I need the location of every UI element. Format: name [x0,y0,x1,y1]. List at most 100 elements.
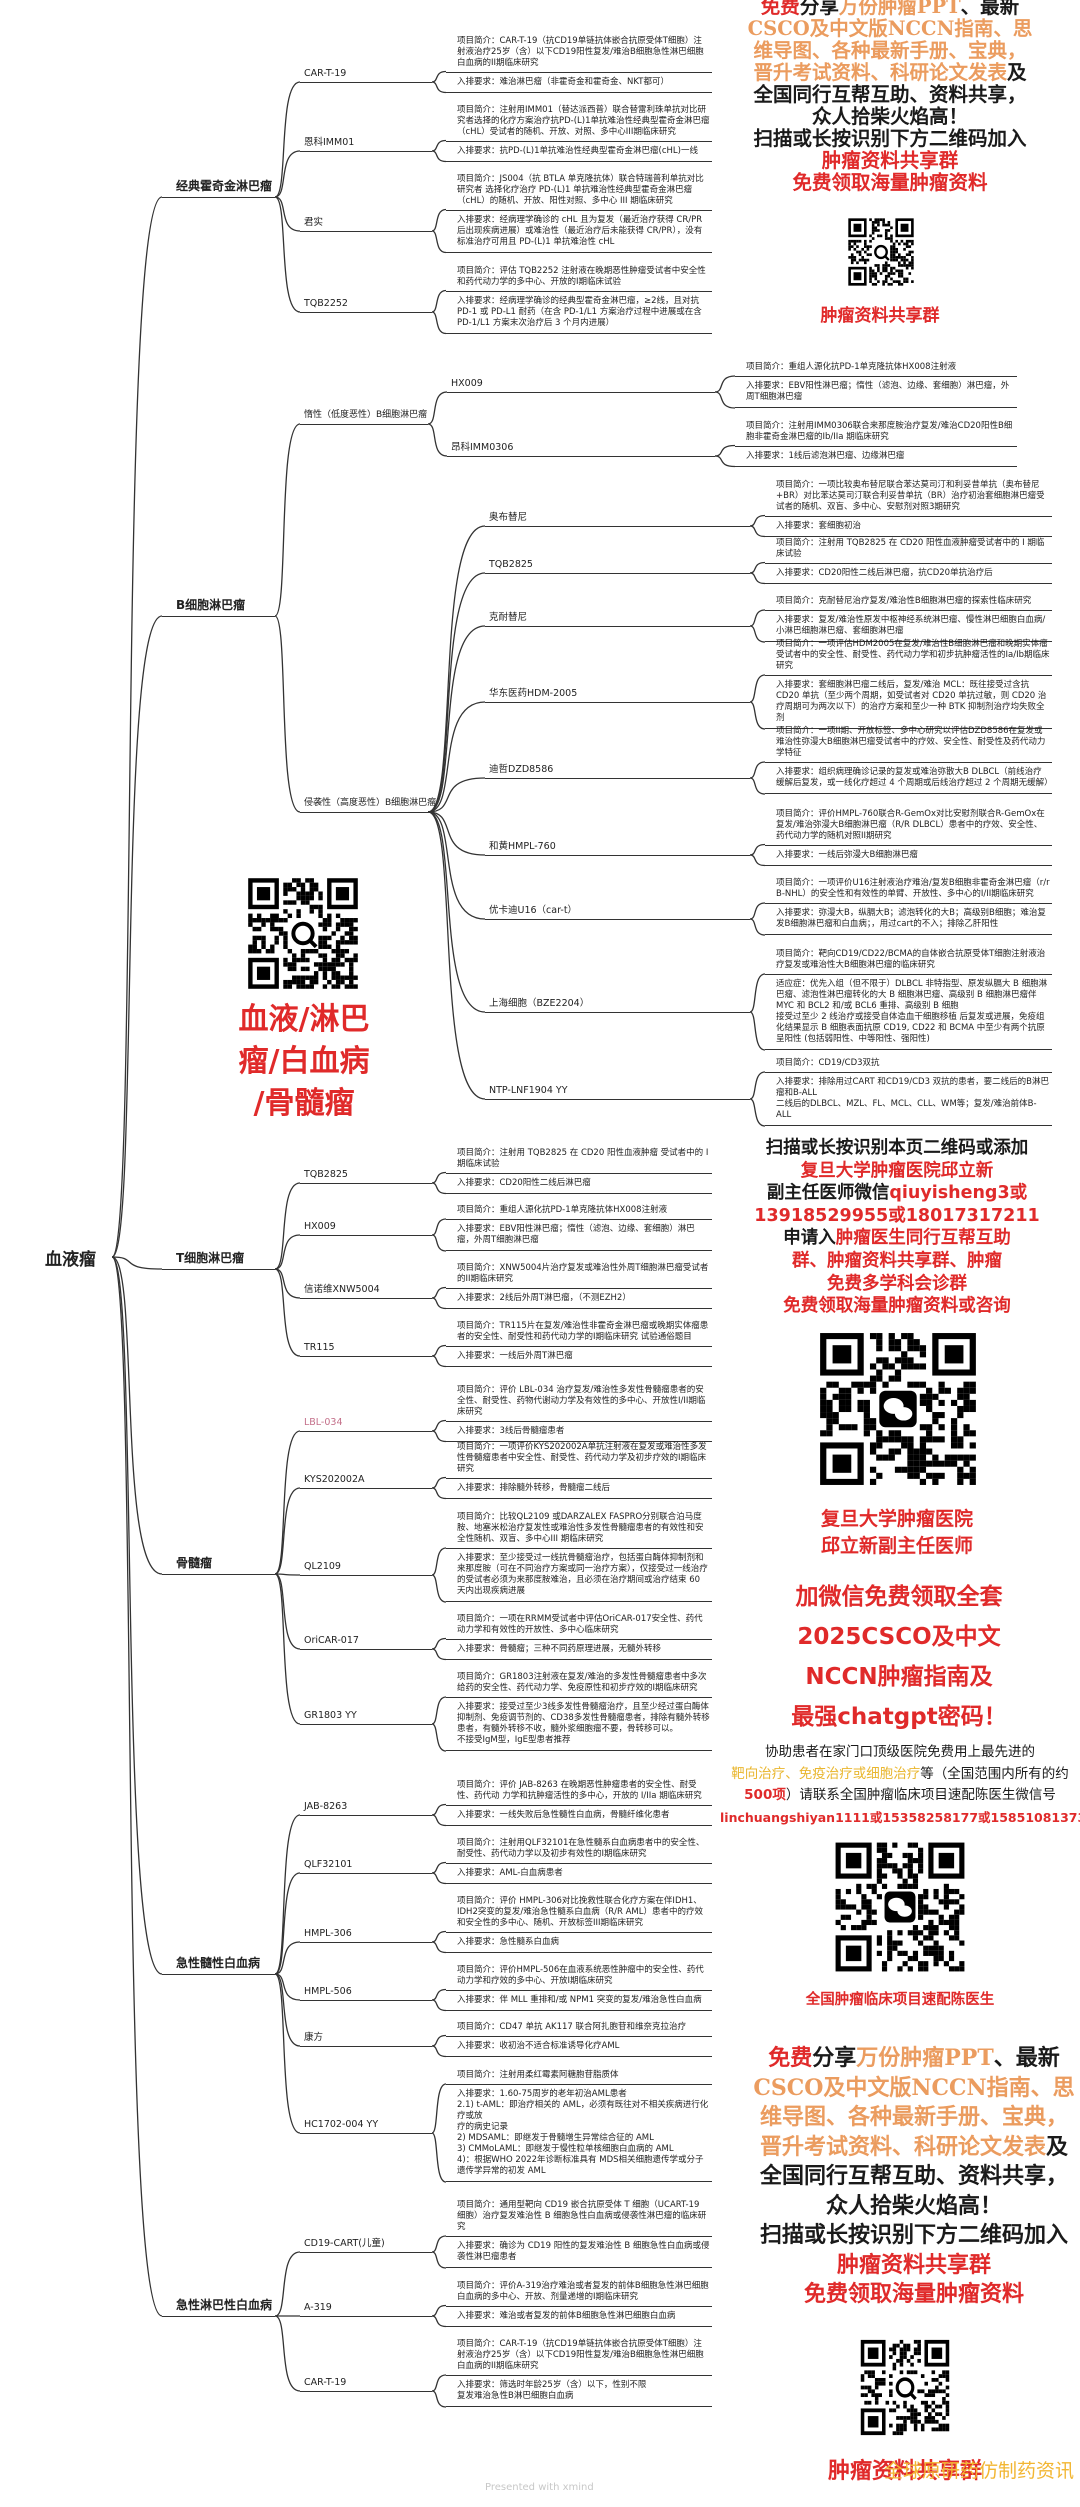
trial-intro: 项目简介：评价 HMPL-306对比挽救性联合化疗方案在伴IDH1、IDH2突变… [457,1895,703,1928]
promo-text-segment: 众人拾柴火焰高！ [825,2193,1002,2219]
trial-intro: 项目简介：CAR-T-19（抗CD19单链抗体嵌合抗原受体T细胞）注射液治疗25… [457,35,704,68]
trial-node: TQB2252 [300,298,432,314]
promo-text-segment: 扫描或长按识别下方二维码加入 [753,127,1027,150]
connector-line [431,2390,447,2408]
presented-with-xmind: Presented with xmind [485,2482,594,2493]
qr-code [847,217,915,287]
trial-requirement: 入排要求：急性髓系白血病 [446,1931,712,1953]
qr-code [859,2338,951,2437]
connector-line [431,289,447,313]
connector-line [274,1234,301,1270]
connector-line [431,1171,447,1184]
trial-node: TQB2825 [485,559,750,575]
trial-requirement: 入排要求：1线后滤泡淋巴瘤、边缘淋巴瘤 [735,445,1017,467]
trial-intro: 项目简介：评价 LBL-034 治疗复发/难治性多发性骨髓瘤患者的安全性、耐受性… [457,1384,706,1417]
connector-line [274,2315,301,2392]
connector-line [427,777,486,813]
connector-line [749,525,766,538]
connector-line [714,444,736,457]
connector-line [749,1098,766,1127]
branch-node: 急性髓性白血病 [162,1956,275,1976]
connector-line [431,1476,447,1489]
promo-text-segment: CSCO及中文版NCCN指南、思 [747,17,1033,40]
connector-line [431,230,447,254]
connector-line [274,615,301,813]
trial-requirement: 入排要求：抗PD-(L)1单抗难治性经典型霍奇金淋巴瘤(cHL)一线 [446,140,712,162]
trial-requirement: 入排要求：EBV阳性淋巴瘤；惰性（滤泡、边缘、套细胞）淋巴瘤，外周T细胞淋巴瘤 [446,1219,712,1251]
trial-requirement: 入排要求：套细胞淋巴瘤二线后，复发/难治 MCL：既往接受过含抗 CD20 单抗… [765,675,1052,729]
branch-node: B细胞淋巴瘤 [162,598,275,618]
qr-code [246,876,360,991]
promo-line: linchuangshiyan1111或15358258177或15851081… [720,1807,1080,1829]
connector-line [431,1696,447,1725]
trial-requirement: 入排要求：骨髓瘤；三种不同药原理进展，无髓外转移 [446,1638,712,1660]
connector-line [274,1573,301,1650]
connector-line [274,196,301,232]
trial-requirement: 入排要求：伴 MLL 重排和/或 NPM1 突变的复发/难治急性白血病 [446,1989,712,2011]
promo-line: 维导图、各种最新手册、宝典， [700,40,1080,62]
subgroup-node: 惰性（低度恶性）B细胞淋巴瘤 [300,410,428,425]
promo-line: 晋升考试资料、科研论文发表及 [700,62,1080,84]
connector-line [274,1973,301,2047]
connector-line [431,1723,447,1752]
connector-line [714,391,736,409]
connector-line [431,1182,447,1195]
trial-intro: 项目简介：评价HMPL-760联合R-GemOx对比安慰剂联合R-GemOx在复… [776,808,1045,841]
trial-intro: 项目简介：评价 JAB-8263 在晚期恶性肿瘤患者的安全性、耐受性、药代动 力… [457,1779,702,1801]
connector-line [431,1648,447,1661]
subgroup-node: 侵袭性（高度恶性）B细胞淋巴瘤 [300,798,436,813]
trial-node: 康方 [300,2032,432,2048]
promo-line: 免费分享万份肿瘤PPT、最新 [734,2044,1080,2074]
connector-line [431,2315,447,2328]
connector-line [274,423,301,617]
connector-line [274,1182,301,1270]
trial-intro: 项目简介：CAR-T-19（抗CD19单链抗体嵌合抗原受体T细胞）注射液治疗25… [457,2339,704,2371]
qr-caption: 肿瘤资料共享群 [827,2459,982,2484]
connector-line [714,375,736,393]
connector-line [749,843,766,856]
connector-line [749,625,766,643]
promo-text-segment: 万份肿瘤PPT [838,0,961,18]
promo-text-segment: 扫描或长按识别下方二维码加入 [759,2223,1068,2248]
promo-text-segment: 免费多学科会诊群 [827,1273,967,1294]
promo-line: 瘤/白血病 [238,1044,370,1079]
connector-line [431,311,447,335]
promo-text-segment: 万份肿瘤PPT [856,2045,994,2071]
side-promo-text: 血液/淋巴瘤/白血病/骨髓瘤 [214,999,394,1125]
connector-line [274,1487,301,1575]
promo-line: 全国同行互帮互助、资料共享， [734,2162,1080,2192]
connector-line [431,1286,447,1299]
promo-line: 全国同行互帮互助、资料共享， [700,84,1080,106]
trial-requirement: 入排要求：排除用过CART 和CD19/CD3 双抗的患者，要二线后的B淋巴瘤和… [765,1072,1052,1126]
connector-line [749,761,766,779]
trial-node: 上海细胞（BZE2204） [485,998,750,1014]
connector-line [427,701,486,813]
connector-line [274,2251,301,2317]
trial-node: 克耐替尼 [485,612,750,628]
connector-line [749,777,766,795]
connector-line [431,1814,447,1827]
trial-node: 奥布替尼 [485,512,750,528]
promo-line: 免费多学科会诊群 [717,1273,1077,1296]
trial-intro: 项目简介：注射用QLF32101在急性髓系白血病患者中的安全性、耐受性、药代动力… [457,1837,705,1859]
trial-node: GR1803 YY [300,1710,432,1726]
promo-text-segment: 免费领取海量肿瘤资料 [803,2282,1024,2307]
trial-node: 迪哲DZD8586 [485,764,750,780]
promo-line: 协助患者在家门口顶级医院免费用上最先进的 [720,1742,1080,1764]
promo-line: NCCN肿瘤指南及 [805,1664,993,1690]
connector-line [749,1071,766,1100]
trial-intro: 项目简介：注射用 TQB2825 在 CD20 阳性血液肿瘤 受试者中的 I 期… [457,1147,709,1169]
trial-intro: 项目简介：克耐替尼治疗复发/难治性B细胞淋巴瘤的探索性临床研究 [776,596,1032,606]
connector-line [431,1297,447,1310]
qr-code [817,1330,979,1488]
promo-text-segment: linchuangshiyan1111或15358258177或15851081… [720,1809,1080,1825]
promo-text-segment: 晋升考试资料、科研论文发表 [759,2133,1046,2160]
promo-line: 加微信免费领取全套 [795,1584,1003,1610]
promo-text-segment: 、最新 [960,0,1020,18]
connector-line [431,2235,447,2253]
promo-line: 免费分享万份肿瘤PPT、最新 [700,0,1080,18]
trial-requirement: 入排要求：EBV阳性淋巴瘤；惰性（滤泡、边缘、套细胞）淋巴瘤，外周T细胞淋巴瘤 [735,376,1017,408]
promo-text-segment: 免费领取海量肿瘤资料或咨询 [783,1296,1011,1317]
connector-line [111,1256,163,1270]
